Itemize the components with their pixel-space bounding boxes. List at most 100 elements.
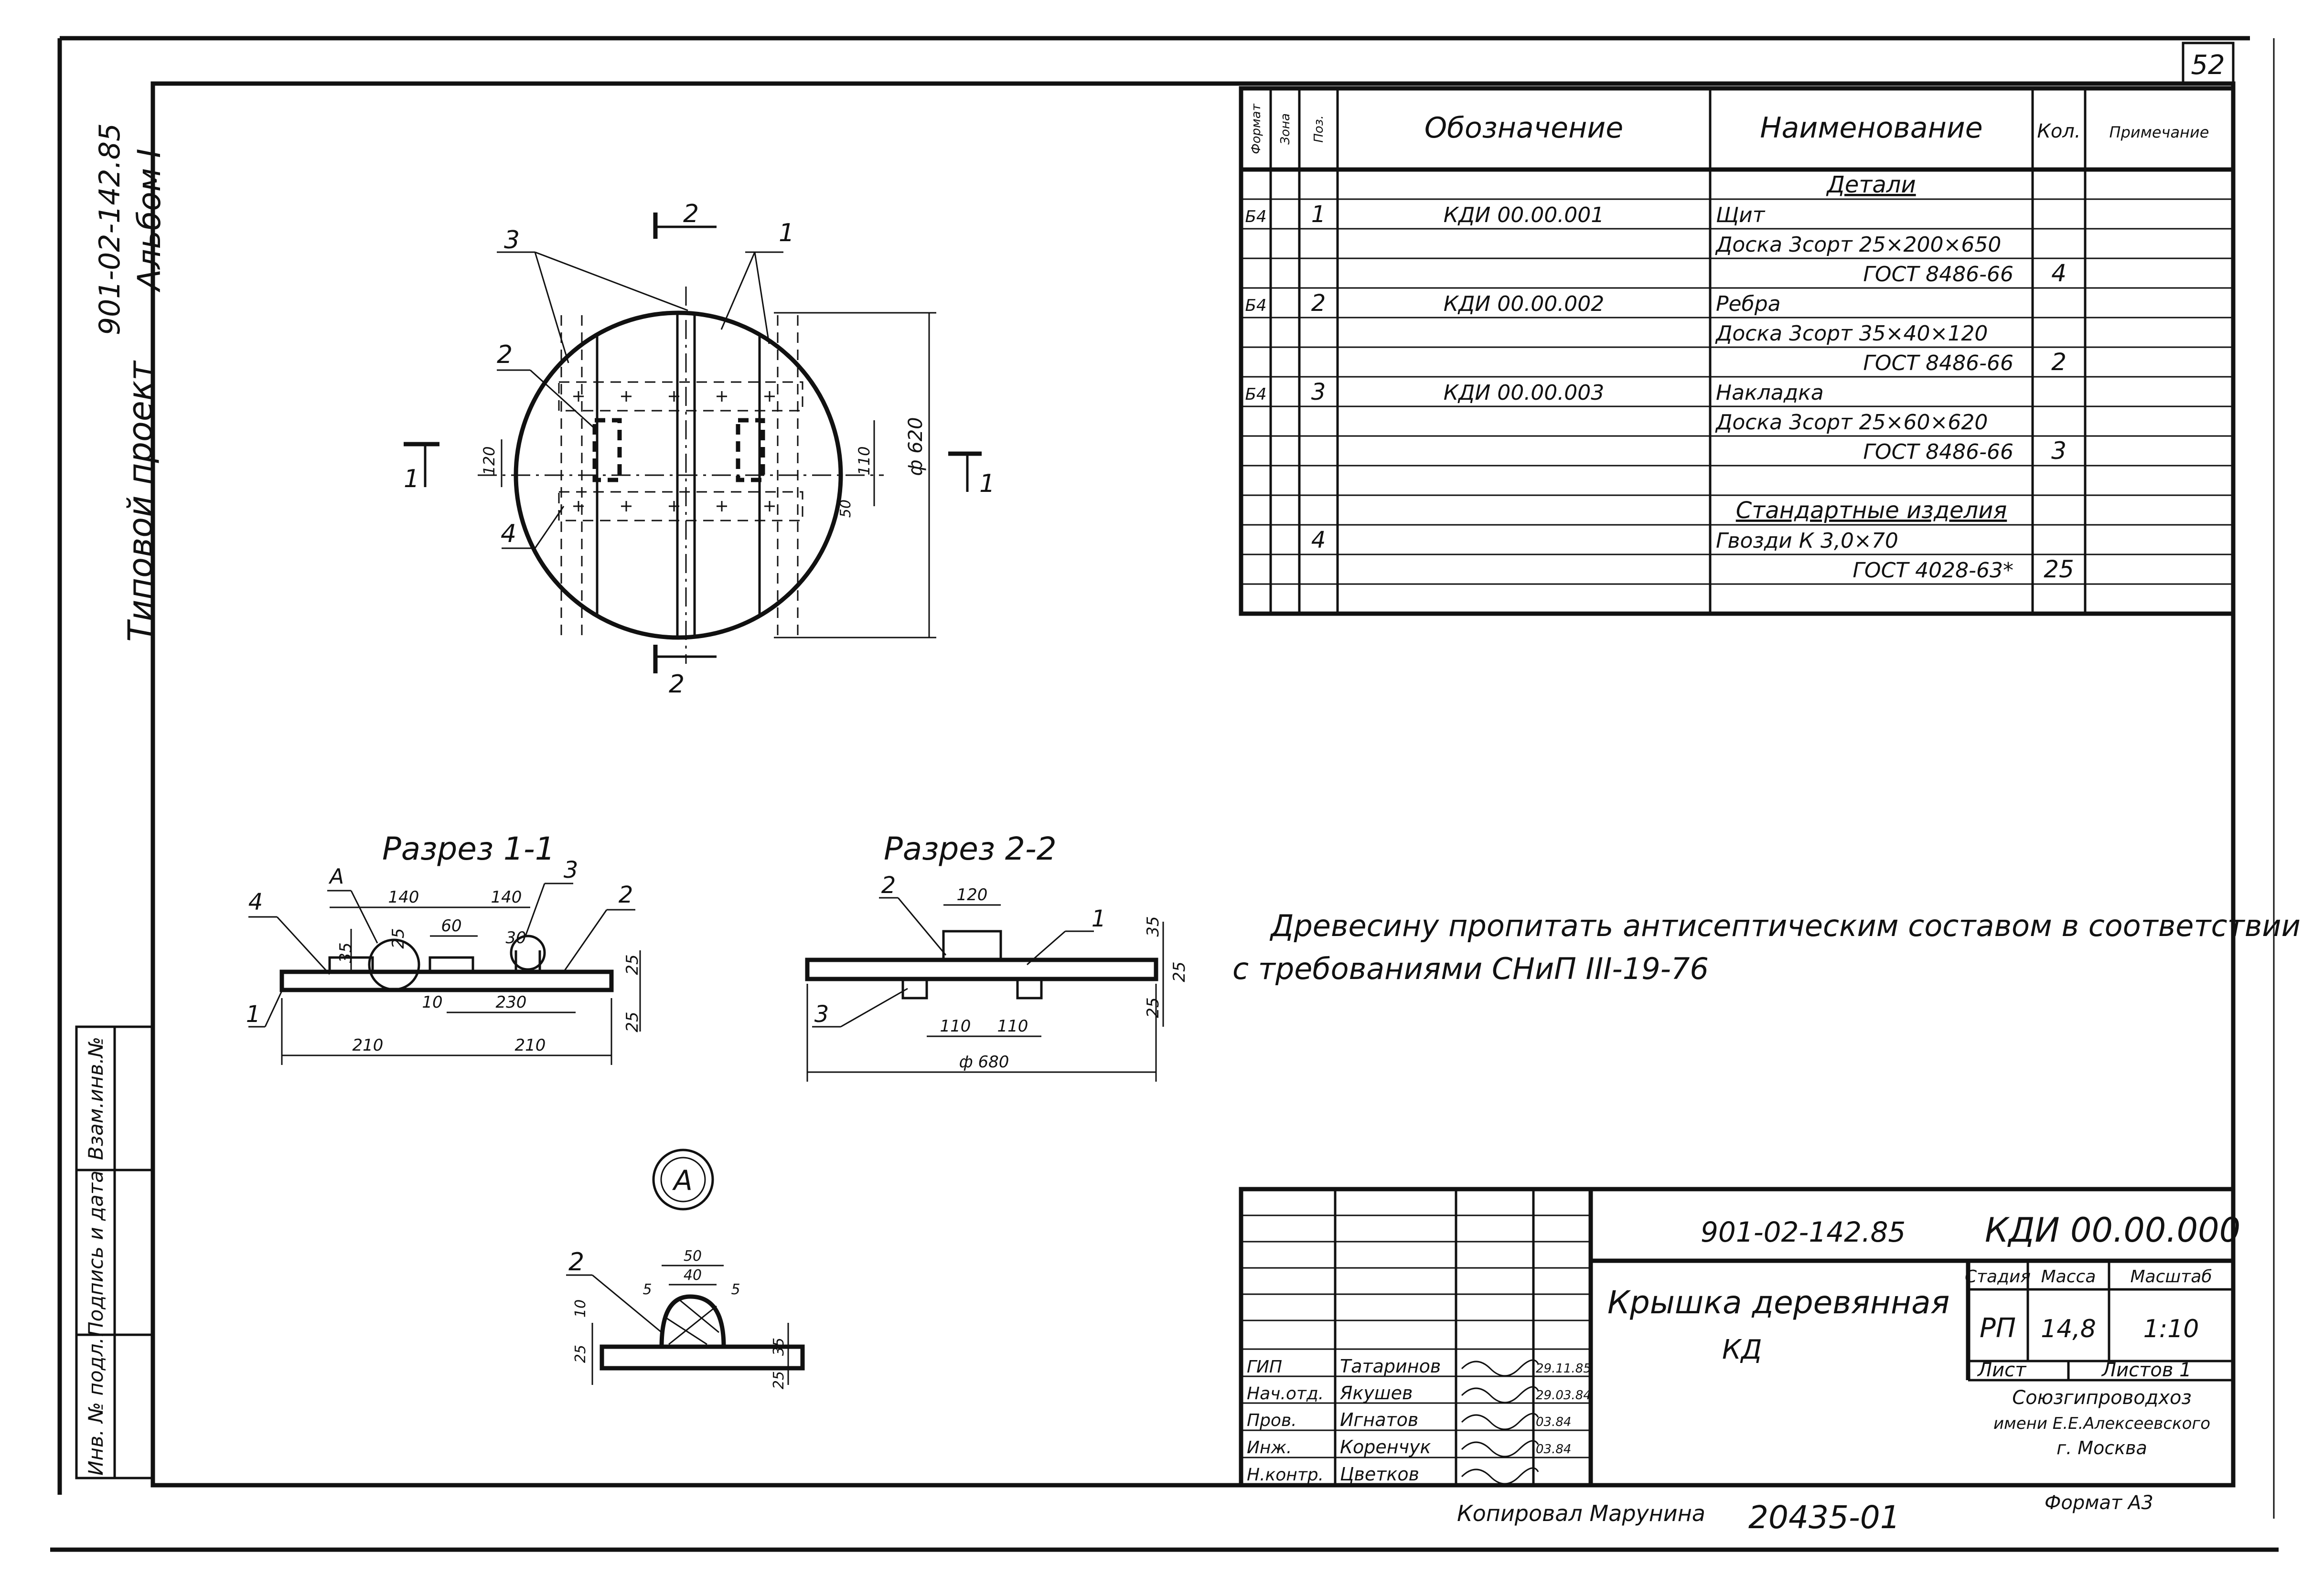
section-2-2-dim: 25 [1170, 961, 1189, 982]
signature-row: ГИП Татаринов 29.11.85 [1247, 1356, 1591, 1377]
section-1-1-dim: 230 [496, 993, 527, 1012]
section-2-2-callout: 3 [814, 1001, 829, 1028]
spec-row: Доска 3сорт 25×200×650 [1715, 233, 2001, 257]
side-stamp: Альбом I 901-02-142.85 Типовой проект Ин… [75, 123, 168, 1479]
section-1-1-dim: 140 [491, 888, 522, 907]
spec-cell-pos: 2 [1311, 290, 1326, 317]
archive-number: 20435-01 [1748, 1499, 1900, 1536]
plan-dim-120: 120 [480, 446, 498, 475]
plan-view: ф 620 120 110 50 2 2 1 1 3 1 2 [404, 200, 995, 699]
plan-dim-50: 50 [837, 500, 854, 518]
plan-callout-2: 2 [497, 340, 513, 369]
signature-date: 29.11.85 [1536, 1362, 1591, 1376]
detail-a-dim: 25 [572, 1345, 589, 1363]
spec-cell-name: Гвозди К 3,0×70 [1716, 529, 1898, 553]
spec-cell-name: ГОСТ 8486-66 [1863, 440, 2013, 464]
detail-a-marker: А [672, 1164, 693, 1197]
signature-date: 29.03.84 [1536, 1388, 1591, 1403]
section-1-1-dim: 210 [353, 1036, 384, 1055]
plan-dim-diameter: ф 620 [905, 417, 927, 476]
spec-cell-name: Доска 3сорт 25×200×650 [1715, 233, 2001, 257]
tb-item-title-2: КД [1722, 1334, 1762, 1365]
spec-cell-qty: 2 [2051, 348, 2067, 376]
signature-scribble [1461, 1413, 1539, 1430]
spec-row: ГОСТ 8486-66 2 [1863, 348, 2066, 376]
plan-callout-1: 1 [779, 219, 794, 247]
spec-header-zone: Зона [1278, 113, 1293, 145]
spec-row: Доска 3сорт 25×60×620 [1715, 410, 1988, 435]
section-2-2-dim: 110 [997, 1017, 1028, 1036]
plan-callout-4: 4 [501, 520, 516, 548]
tb-mass-header: Масса [2041, 1267, 2096, 1287]
spec-cell-format: Б4 [1245, 207, 1267, 226]
plan-section-mark-2-bottom: 2 [669, 670, 685, 699]
side-stamp-project-code: 901-02-142.85 [93, 123, 127, 335]
section-1-1-dim: 25 [623, 954, 642, 975]
note-line-1: Древесину пропитать антисептическим сост… [1269, 908, 2301, 943]
note-line-2: с требованиями СНиП III-19-76 [1232, 951, 1709, 986]
tb-stage-header: Стадия [1965, 1267, 2031, 1287]
page-number: 52 [2191, 50, 2225, 81]
tb-org-2: имени Е.Е.Алексеевского [1993, 1414, 2210, 1433]
plan-section-mark-1-right: 1 [979, 469, 995, 498]
spec-cell-qty: 25 [2044, 555, 2074, 583]
tb-org-1: Союзгипроводхоз [2012, 1387, 2192, 1409]
spec-row: ГОСТ 4028-63* 25 [1853, 555, 2074, 583]
detail-a-dim: 25 [771, 1371, 787, 1389]
plan-section-mark-1-left: 1 [404, 465, 419, 493]
detail-a-dim: 10 [572, 1299, 589, 1318]
spec-cell-name: ГОСТ 4028-63* [1853, 558, 2013, 583]
spec-cell-name: Щит [1716, 203, 1766, 227]
spec-cell-pos: 3 [1311, 379, 1326, 405]
signature-date: 03.84 [1536, 1442, 1571, 1457]
section-1-1-callout: 2 [619, 882, 633, 908]
section-1-1-dim: 25 [623, 1011, 642, 1032]
signature-role: Н.контр. [1247, 1465, 1324, 1485]
spec-cell-name: ГОСТ 8486-66 [1863, 351, 2013, 375]
sheet-frame: 52 [50, 36, 2279, 1552]
tb-project-code: 901-02-142.85 [1701, 1216, 1906, 1248]
spec-cell-qty: 3 [2051, 437, 2067, 465]
section-1-1-detail-ref: А [328, 864, 344, 889]
signature-name: Татаринов [1340, 1356, 1441, 1377]
detail-a-dim: 50 [684, 1248, 702, 1265]
spec-row: Детали [1826, 171, 1916, 198]
spec-row: Б4 1 КДИ 00.00.001 Щит [1245, 201, 1766, 228]
signature-name: Якушев [1339, 1383, 1413, 1404]
tb-scale-header: Масштаб [2130, 1267, 2212, 1287]
signature-role: Инж. [1247, 1438, 1292, 1458]
section-2-2-dim: ф 680 [959, 1053, 1009, 1072]
tb-item-title-1: Крышка деревянная [1607, 1284, 1949, 1321]
spec-cell-name: Стандартные изделия [1736, 497, 2007, 524]
signature-name: Цветков [1340, 1464, 1419, 1485]
spec-cell-designation: КДИ 00.00.001 [1444, 203, 1604, 227]
signature-role: Пров. [1247, 1411, 1297, 1430]
signature-row: Инж. Коренчук 03.84 [1247, 1436, 1571, 1458]
spec-cell-name: Накладка [1716, 381, 1824, 405]
section-2-2-dim: 110 [940, 1017, 971, 1036]
signature-scribble [1461, 1359, 1539, 1377]
spec-cell-pos: 1 [1311, 201, 1326, 228]
section-1-1-callout: 3 [564, 857, 578, 883]
spec-cell-designation: КДИ 00.00.002 [1444, 292, 1604, 316]
spec-header-format: Формат [1249, 103, 1264, 154]
signature-name: Коренчук [1340, 1436, 1431, 1458]
tb-doc-code: КДИ 00.00.000 [1985, 1211, 2240, 1250]
spec-cell-name: Доска 3сорт 25×60×620 [1715, 410, 1988, 435]
section-1-1-dim: 140 [388, 888, 419, 907]
section-2-2-dim: 25 [1144, 997, 1163, 1018]
signature-role: ГИП [1247, 1357, 1282, 1377]
signature-role: Нач.отд. [1247, 1384, 1324, 1404]
spec-cell-name: Ребра [1716, 292, 1781, 316]
spec-cell-name: ГОСТ 8486-66 [1863, 262, 2013, 287]
